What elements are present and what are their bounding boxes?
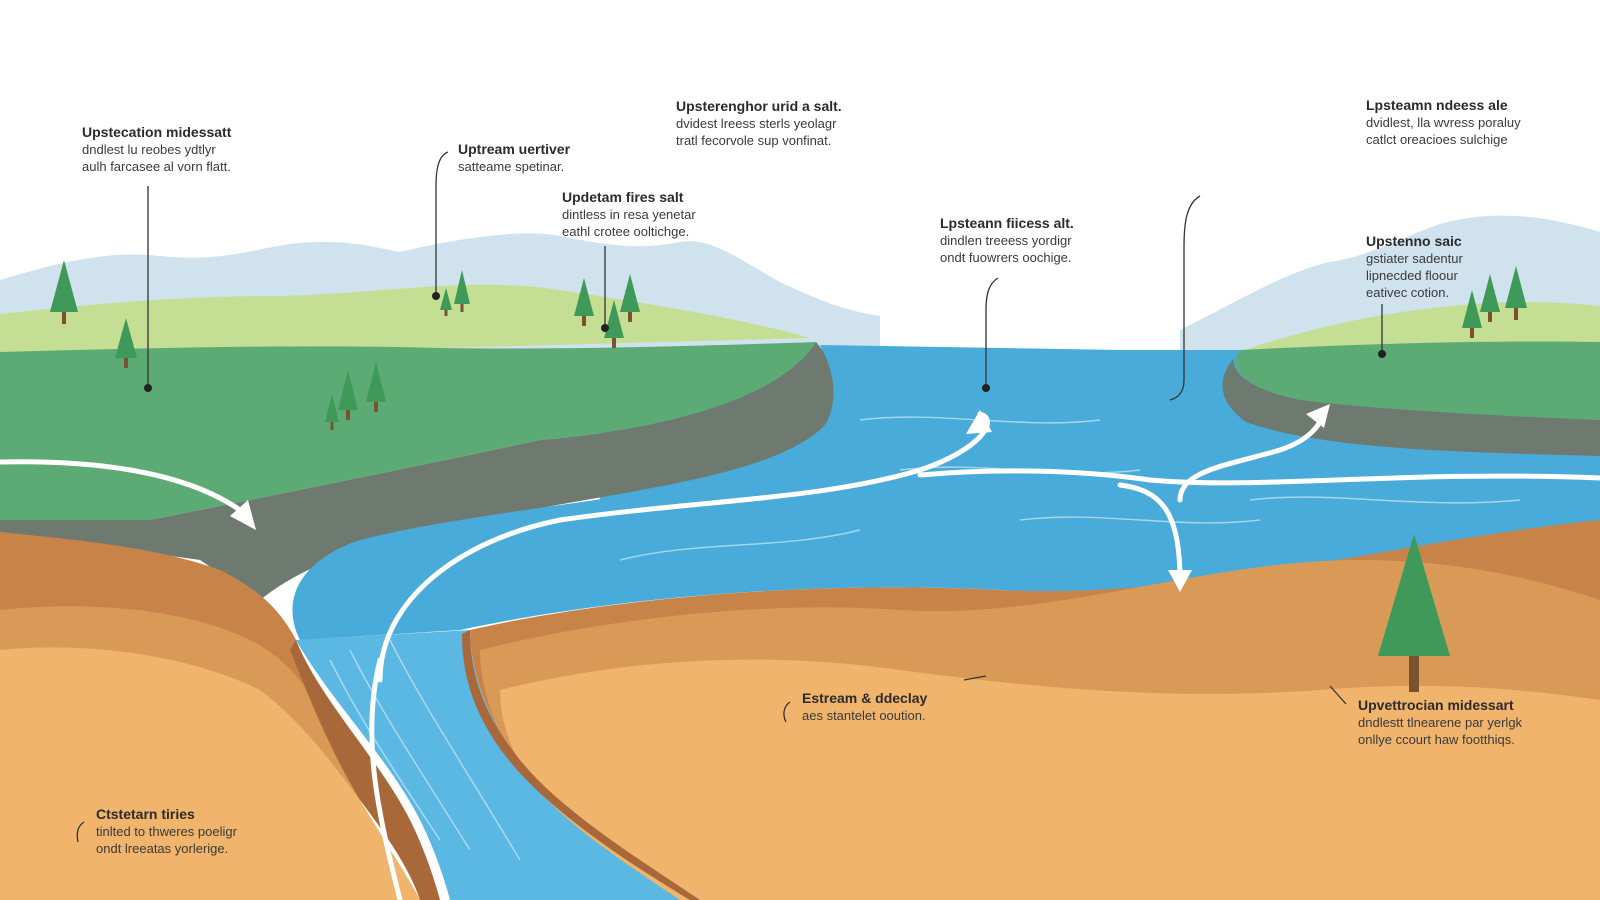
pine-tree-icon (1462, 290, 1482, 338)
grass-plateau-left (0, 284, 810, 360)
arrowheads (230, 404, 1330, 592)
pine-tree-icon (1505, 266, 1527, 320)
pin-icon (432, 292, 440, 300)
pin-icon (144, 384, 152, 392)
callout-text: dintless in resa yenetar (562, 207, 696, 222)
callout-title: Lpsteamn ndeess ale (1366, 97, 1508, 113)
flow-arrow-icon (369, 657, 403, 900)
flow-arrow-icon (1177, 409, 1328, 503)
callout-text: eativec cotion. (1366, 285, 1450, 300)
callout-3: Upsterenghor urid a salt. dvidest lreess… (676, 98, 842, 149)
callout-title: Upsterenghor urid a salt. (676, 98, 842, 114)
callout-5: Lpsteann fiicess alt. dindlen treeess yo… (940, 215, 1074, 266)
callout-10: Ctstetarn tiries tinlted to thweres poel… (96, 806, 237, 857)
leader-lines (76, 151, 1383, 843)
callout-6: Lpsteamn ndeess ale dvidlest, lla wvress… (1366, 97, 1521, 148)
pine-tree-icon (1378, 534, 1450, 692)
callout-text: gstiater sadentur (1366, 251, 1463, 266)
arrowhead-icon (966, 410, 992, 434)
callout-1: Upstecation midessatt dndlest lu reobes … (82, 124, 231, 175)
flow-arrow-icon (377, 411, 990, 683)
flow-arrow-icon (0, 459, 251, 519)
callout-title: Updetam fires salt (562, 189, 684, 205)
pine-tree-icon (325, 394, 339, 430)
pine-tree-icon (1480, 274, 1500, 322)
callout-title: Upstecation midessatt (82, 124, 232, 140)
callout-text: catlct oreacioes sulchige (1366, 132, 1508, 147)
arrowhead-icon (1168, 570, 1192, 592)
callout-title: Upstenno saic (1366, 233, 1462, 249)
pine-tree-icon (440, 288, 452, 316)
callout-title: Ctstetarn tiries (96, 806, 195, 822)
callout-text: eathl crotee ooltichge. (562, 224, 690, 239)
callout-2: Uptream uertiver satteame spetinar. (458, 141, 570, 175)
callout-8: Estream & ddeclay aes stantelet ooution. (802, 690, 927, 724)
pin-icon (1378, 350, 1386, 358)
pin-icon (601, 324, 609, 332)
arrowhead-icon (230, 500, 256, 530)
pine-tree-icon (366, 362, 386, 412)
callout-text: onllye ccourt haw footthiqs. (1358, 732, 1515, 747)
callout-text: aulh farcasee al vorn flatt. (82, 159, 231, 174)
pine-tree-icon (574, 278, 594, 326)
callout-text: dvidest lreess sterls yeolagr (676, 116, 837, 131)
callout-title: Lpsteann fiicess alt. (940, 215, 1074, 231)
pine-tree-icon (50, 260, 78, 324)
callout-4: Updetam fires salt dintless in resa yene… (562, 189, 696, 240)
callout-text: aes stantelet ooution. (802, 708, 926, 723)
callout-title: Upvettrocian midessart (1358, 697, 1514, 713)
callout-title: Uptream uertiver (458, 141, 571, 157)
callout-text: satteame spetinar. (458, 159, 565, 174)
callout-text: dindlen treeess yordigr (940, 233, 1072, 248)
arrowhead-icon (1306, 404, 1330, 428)
pin-icon (982, 384, 990, 392)
soil-layer-left-bottom (0, 647, 420, 900)
grass-slope-right (1235, 341, 1600, 420)
callout-text: ondt fuowrers oochige. (940, 250, 1072, 265)
flow-arrows (0, 409, 1600, 900)
callout-text: lipnecded floour (1366, 268, 1458, 283)
flow-arrow-icon (1117, 482, 1183, 583)
callout-9: Upvettrocian midessart dndlestt tlnearen… (1358, 697, 1522, 748)
callout-text: dndlest lu reobes ydtlyr (82, 142, 216, 157)
soil-layer-right-bottom (500, 659, 1600, 900)
callout-7: Upstenno saic gstiater sadentur lipnecde… (1366, 233, 1463, 301)
riverbank-left-edge (290, 640, 440, 900)
callout-text: dndlestt tlnearene par yerlgk (1358, 715, 1523, 730)
pine-tree-icon (604, 300, 624, 348)
grass-slope-left (0, 342, 816, 520)
trees (50, 260, 1527, 692)
callout-text: ondt lreeatas yorlerige. (96, 841, 229, 856)
leader-pins (144, 292, 1386, 392)
pine-tree-icon (338, 370, 358, 420)
pine-tree-icon (454, 270, 470, 312)
pine-tree-icon (115, 318, 137, 368)
callout-text: tratl fecorvole sup vonfinat. (676, 133, 832, 148)
callout-title: Estream & ddeclay (802, 690, 928, 706)
pine-tree-icon (620, 274, 640, 322)
callout-text: dvidlest, lla wvress poraluy (1366, 115, 1521, 130)
rock-bank-left (0, 342, 839, 600)
callout-text: tinlted to thweres poeligr (96, 824, 237, 839)
flow-arrow-icon (917, 468, 1600, 486)
